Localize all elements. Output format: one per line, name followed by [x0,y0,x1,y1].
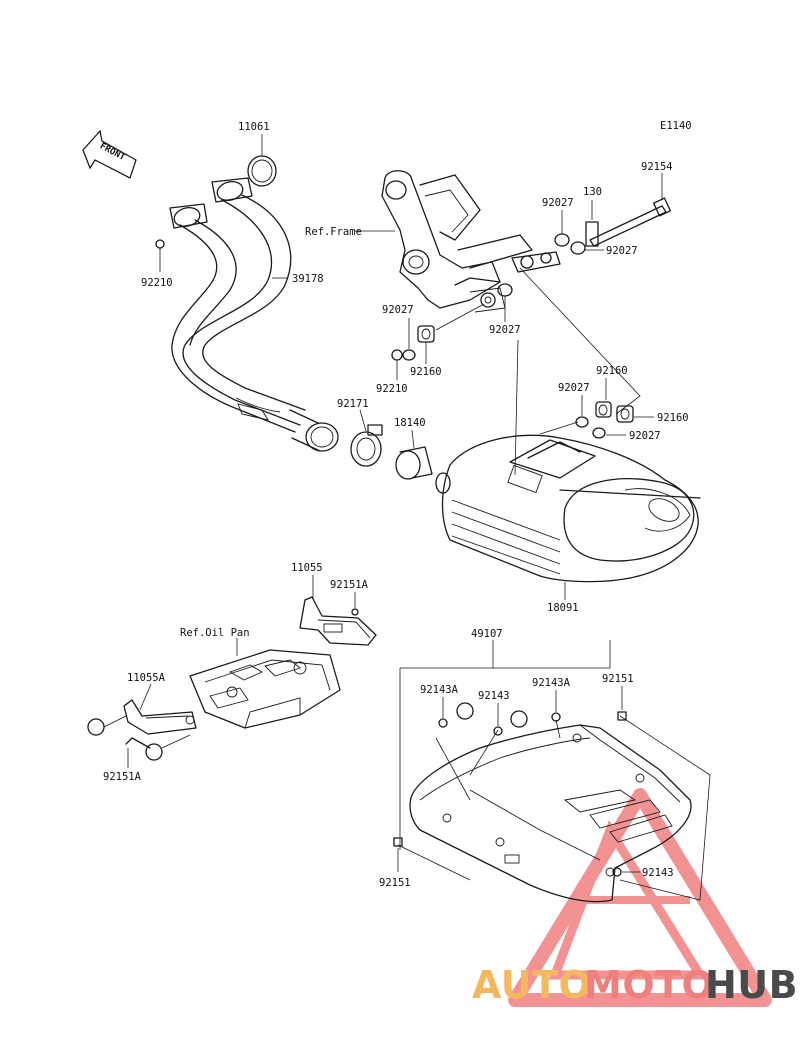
nut-92210-left: 92210 [141,239,173,289]
label-92143A-b: 92143A [532,677,571,689]
label-39178: 39178 [292,273,324,285]
label-92151A-top: 92151A [330,579,369,591]
nut-92210-mid: 92210 [376,349,408,395]
label-92151A-bottom: 92151A [103,771,142,783]
label-18091: 18091 [547,602,579,614]
label-49107: 49107 [471,628,503,640]
nut-92143-b: 92143 [612,867,674,879]
callout-a-right [510,710,528,728]
label-92027-a: 92027 [542,197,574,209]
label-92143A-a: 92143A [420,684,459,696]
frame-bracket: Ref.Frame [305,170,533,309]
label-92154: 92154 [641,161,673,173]
label-92151-b: 92151 [379,877,411,889]
assembly-line-right [519,267,641,415]
clamp-92171: 92171 [337,398,383,467]
watermark-text: AUTO MOTO HUB [472,963,798,1007]
callout-a-left [145,734,191,761]
label-18140: 18140 [394,417,426,429]
cover-49107: 49107 [397,628,711,903]
label-92027-b: 92027 [606,245,638,257]
bolt-92151A-bottom: 92151A [103,737,151,783]
washer-92027-a: 92027 [542,197,574,247]
watermark-triangle-outer [508,788,772,1007]
assembly-line-mid [435,303,485,331]
bolt-92151A-top: 92151A [330,579,369,616]
label-92027-f: 92027 [629,430,661,442]
watermark-part2: MOTO [584,963,714,1007]
label-130: 130 [583,186,602,198]
label-92160-b: 92160 [596,365,628,377]
label-92171: 92171 [337,398,369,410]
washer-92027-f: 92027 [592,427,661,442]
label-92151-a: 92151 [602,673,634,685]
bolt-92151-b: 92151 [379,837,411,889]
grommet-92160-a: 92160 [410,325,442,378]
grommet-92160-c: 92160 [616,405,689,424]
bolt-92151-a: 92151 [602,673,634,721]
diagram-code: E1140 [660,120,692,132]
washer-92027-c: 92027 [489,283,521,336]
label-11055A: 11055A [127,672,166,684]
label-92027-e: 92027 [558,382,590,394]
washer-92027-e: 92027 [558,382,590,428]
callout-b-left [87,715,127,736]
label-11061: 11061 [238,121,270,133]
label-92160-a: 92160 [410,366,442,378]
nut-92143A-a: 92143A [420,684,459,728]
label-ref-oilpan: Ref.Oil Pan [180,627,250,639]
muffler-bracket-upper [469,251,561,313]
callout-b-right [456,702,474,720]
label-92143-a: 92143 [478,690,510,702]
assembly-line-right-2 [539,421,579,435]
gasket-18140: 18140 [394,417,433,480]
nut-92143-a: 92143 [478,690,510,736]
label-92160-c: 92160 [657,412,689,424]
watermark-logo [508,788,772,1007]
washer-92027-d: 92027 [382,304,416,361]
label-92027-d: 92027 [382,304,414,316]
nut-92143A-b: 92143A [532,677,571,722]
bracket-11055: 11055 [291,562,377,646]
label-92027-c: 92027 [489,324,521,336]
exhaust-pipe-39178: 39178 [169,177,339,452]
label-92210-top: 92210 [141,277,173,289]
watermark-part1: AUTO [472,963,591,1007]
washer-92027-b: 92027 [570,241,638,257]
bolt-92154: 92154 [589,161,673,247]
front-arrow-icon: FRONT [82,129,137,179]
label-ref-frame: Ref.Frame [305,226,362,238]
bracket-11055A: 11055A [123,672,197,735]
watermark-part3: HUB [705,963,798,1007]
oil-pan: Ref.Oil Pan [180,627,341,729]
bolt-130: 130 [583,186,602,247]
label-11055: 11055 [291,562,323,574]
gasket-11061: 11061 [238,121,277,187]
muffler-18091: 18091 [435,339,701,614]
label-92210-mid: 92210 [376,383,408,395]
label-92143-b: 92143 [642,867,674,879]
